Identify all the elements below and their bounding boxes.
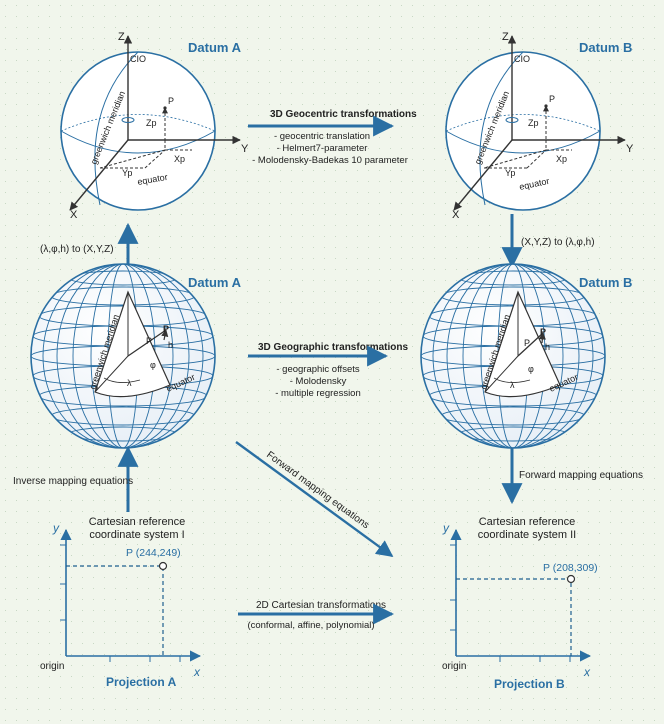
meridian-line xyxy=(479,51,524,206)
p-label: P xyxy=(146,336,152,346)
geographic-transform-title: 3D Geographic transformations xyxy=(258,342,408,353)
geographic-item-1: - geographic offsets xyxy=(276,364,360,375)
zp-label: Zp xyxy=(528,118,539,128)
projection-b-caption: Projection B xyxy=(494,677,565,691)
yp-label: Yp xyxy=(122,168,132,178)
forward-mapping-label: Forward mapping equations xyxy=(519,470,643,481)
radius-line xyxy=(127,329,167,357)
point-p-label-1: P (244,249) xyxy=(126,547,181,559)
cartesian-transform-title: 2D Cartesian transformations xyxy=(256,600,386,611)
sphere-datum-a-geographic: λ φ P h P greenwich meridian equator xyxy=(30,263,216,449)
p-label: P xyxy=(168,96,174,106)
h-label: h xyxy=(168,340,173,350)
cio-label: CIO xyxy=(130,54,146,64)
geographic-item-3: - multiple regression xyxy=(275,388,361,399)
phi-label: φ xyxy=(528,364,534,374)
p-point-label: P xyxy=(540,327,546,337)
geocentric-transform-title: 3D Geocentric transformations xyxy=(270,109,417,120)
geocentric-item-1: - geocentric translation xyxy=(274,131,370,142)
y-axis-label: y xyxy=(442,521,450,535)
cartesian-1-title-line1: Cartesian reference xyxy=(89,516,186,528)
point-p xyxy=(566,574,576,584)
y-label: Y xyxy=(626,143,634,155)
origin-label: origin xyxy=(40,661,64,672)
xp-label: Xp xyxy=(174,154,185,164)
sphere-datum-b-geographic: λ φ P h P greenwich meridian equator xyxy=(420,263,606,449)
conversion-left: (λ,φ,h) to (X,Y,Z) xyxy=(40,244,114,255)
conversion-right: (X,Y,Z) to (λ,φ,h) xyxy=(521,237,595,248)
cartesian-1-title-line2: coordinate system I xyxy=(89,529,184,541)
yp-label: Yp xyxy=(505,168,515,178)
lambda-label: λ xyxy=(510,380,515,390)
datum-b-title-top: Datum B xyxy=(579,40,632,55)
h-label: h xyxy=(545,342,550,352)
zp-label: Zp xyxy=(146,118,157,128)
lambda-label: λ xyxy=(127,378,132,388)
projection-a-caption: Projection A xyxy=(106,675,177,689)
y-label: Y xyxy=(241,143,249,155)
x-axis-label: x xyxy=(193,665,201,679)
point-guides xyxy=(456,578,572,656)
cartesian-system-1: y x origin xyxy=(40,521,202,679)
p-point-label: P xyxy=(163,324,169,334)
xp-label: Xp xyxy=(556,154,567,164)
datum-a-title-top: Datum A xyxy=(188,40,242,55)
globe-datum-b-geocentric: Z CIO Y X P Zp Xp Yp equator greenwich m… xyxy=(445,31,634,221)
cartesian-transform-sub: (conformal, affine, polynomial) xyxy=(247,620,374,631)
z-label: Z xyxy=(502,31,509,43)
geocentric-item-3: - Molodensky-Badekas 10 parameter xyxy=(252,155,408,166)
x-axis-label: x xyxy=(583,665,591,679)
x-label: X xyxy=(70,209,78,221)
datum-b-title-middle: Datum B xyxy=(579,275,632,290)
x-axis xyxy=(69,139,129,211)
origin-label: origin xyxy=(442,661,466,672)
y-axis-label: y xyxy=(52,521,60,535)
forward-mapping-diagonal-arrow xyxy=(235,441,394,557)
geographic-item-2: - Molodensky xyxy=(290,376,347,387)
cio-label: CIO xyxy=(514,54,530,64)
point-p-label-2: P (208,309) xyxy=(543,562,598,574)
cutaway-wedge xyxy=(94,290,171,398)
forward-mapping-diagonal-label: Forward mapping equations xyxy=(264,450,371,532)
z-label: Z xyxy=(118,31,125,43)
p-label: P xyxy=(549,94,555,104)
x-label: X xyxy=(452,209,460,221)
x-axis xyxy=(453,139,513,211)
cartesian-2-title-line2: coordinate system II xyxy=(478,529,576,541)
geocentric-item-2: - Helmert7-parameter xyxy=(277,143,368,154)
globe-datum-a-geocentric: Z CIO Y X P Zp Xp Yp equator greenwich m… xyxy=(60,31,249,221)
inverse-mapping-label: Inverse mapping equations xyxy=(13,476,133,487)
point-guides xyxy=(66,565,164,656)
cartesian-2-title-line1: Cartesian reference xyxy=(479,516,576,528)
cartesian-system-2: y x origin xyxy=(442,521,592,679)
p-label: P xyxy=(524,338,530,348)
cutaway-wedge xyxy=(484,290,561,398)
meridian-line xyxy=(94,51,139,206)
phi-label: φ xyxy=(150,360,156,370)
point-p xyxy=(158,561,168,571)
datum-a-title-middle: Datum A xyxy=(188,275,242,290)
